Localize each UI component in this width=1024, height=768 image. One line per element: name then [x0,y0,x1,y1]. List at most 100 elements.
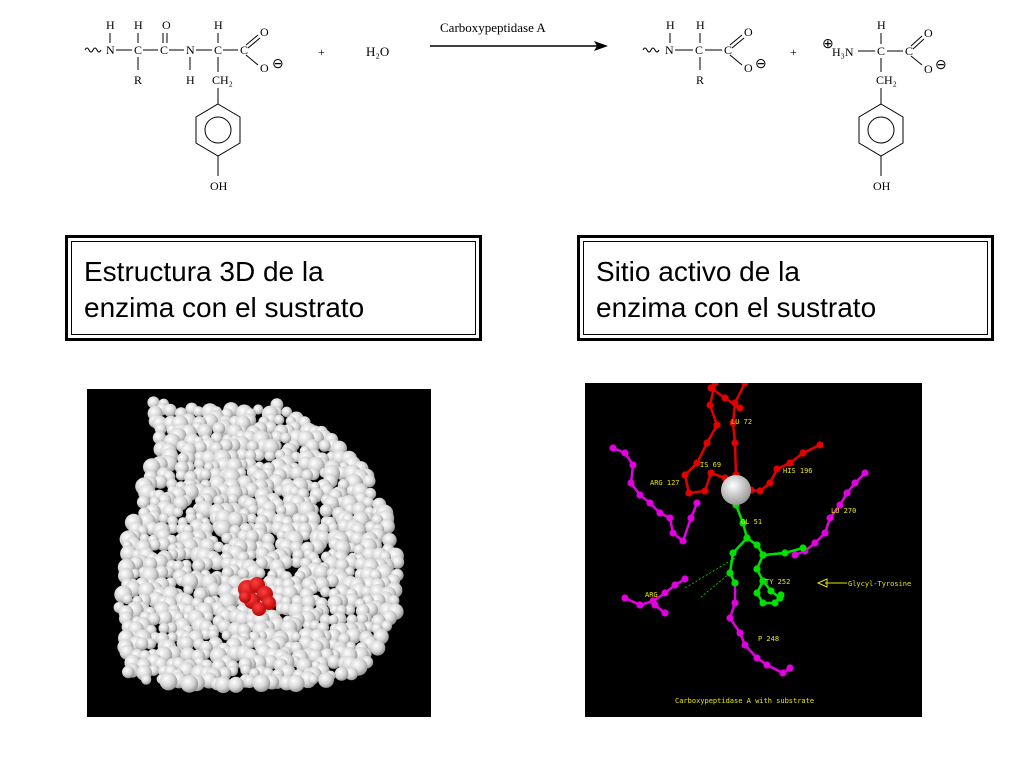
atom-sphere [799,544,807,552]
bond-chain [728,537,748,584]
atom-sphere [777,591,785,599]
surface-atom [298,514,309,525]
atom-sphere [781,549,789,557]
caption-right-line2: enzima con el sustrato [596,292,877,323]
enzyme-label: Carboxypeptidase A [440,20,546,35]
atom-sphere [773,465,781,473]
atom-sphere [687,514,695,522]
atom-sphere [646,499,654,507]
surface-atom [301,469,313,482]
atom-sphere [811,539,819,547]
surface-atom [152,431,167,445]
surface-atom [163,403,177,417]
plus-sign-2: + [790,45,797,59]
atom-sphere [786,459,794,467]
active-site-image: LU 72 IS 69 HIS 196 ARG 127 LU 270 GL 51… [585,383,922,717]
surface-atom [158,512,170,524]
surface-atom [281,501,299,518]
atom-h7: H [877,18,886,32]
atom-c3: C [214,43,222,57]
atom-sphere [706,401,714,409]
benzene-ring-1 [195,103,241,157]
caption-left-line1: Estructura 3D de la [84,256,324,287]
atom-sphere [621,594,629,602]
surface-atom [360,585,373,599]
atom-o3: O [260,61,269,75]
surface-atom [197,423,213,439]
surface-atom [328,614,339,626]
label-his69: IS 69 [700,461,721,469]
bond-chain [731,383,747,476]
atom-c5: C [695,43,703,57]
surface-atom [240,664,252,676]
atom-n3: N [665,43,674,57]
label-gly51: GL 51 [741,518,762,526]
atom-sphere [621,449,629,457]
surface-atom [147,396,160,409]
atom-c7: C [877,44,885,58]
atom-sphere [729,419,737,427]
surface-atom [391,555,405,569]
atom-o2: O [260,25,269,39]
atom-c2: C [160,43,168,57]
ligand-pointer-arrow [816,578,847,588]
atom-sphere [759,599,767,607]
atom-n1: N [106,43,115,57]
atom-sphere [656,509,664,517]
atom-sphere [693,499,701,507]
atom-sphere [701,487,709,495]
surface-atom [193,406,204,417]
atom-sphere [729,549,737,557]
atom-ch2-2: CH₂ [876,73,897,87]
surface-atom [344,604,356,616]
bond-chain [612,446,699,544]
surface-atom [318,439,331,452]
atom-sphere [736,629,744,637]
atom-c6: C [724,43,732,57]
surface-atom [326,655,341,669]
surface-atom [280,432,292,444]
atom-sphere [826,514,834,522]
surface-atom [281,406,292,418]
hydrogen-bond [699,572,731,599]
surface-atom [193,441,207,454]
pocket-atom [252,602,266,616]
atom-sphere [703,439,711,447]
surface-atom [159,672,178,691]
atom-c1: C [134,43,142,57]
atom-h3: H [186,73,195,87]
surface-atom [214,676,232,694]
surface-atom [308,674,319,685]
atom-sphere [681,575,689,583]
atom-sphere [651,601,659,609]
charge-minus-1: ⊖ [272,57,284,72]
surface-atom [192,559,206,573]
surface-atom [287,674,305,692]
surface-atom [380,620,392,632]
surface-atom [209,554,225,571]
atom-o4: O [744,25,753,39]
charge-plus: ⊕ [822,37,834,52]
surface-atom [156,610,173,627]
atom-sphere [681,471,689,479]
surface-atom [362,474,376,488]
surface-atom [344,667,358,681]
atom-sphere [786,664,794,672]
surface-atom [165,622,178,634]
charge-minus-2: ⊖ [755,57,767,72]
caption-box-active-site: Sitio activo de la enzima con el sustrat… [577,235,994,341]
zinc-ion [721,475,751,505]
atom-sphere [741,641,749,649]
surface-atom [228,676,244,693]
atom-h3n: H₃N [832,45,854,59]
protein-surface-atoms [113,396,405,694]
atom-sphere [707,384,715,392]
surface-atom [135,637,149,651]
pocket-atom [239,591,251,603]
label-glu270: LU 270 [831,507,856,515]
surface-atom [318,672,334,688]
surface-atom [263,421,277,435]
charge-minus-3: ⊖ [935,58,947,73]
atom-sphere [753,589,761,597]
atom-sphere [766,479,774,487]
